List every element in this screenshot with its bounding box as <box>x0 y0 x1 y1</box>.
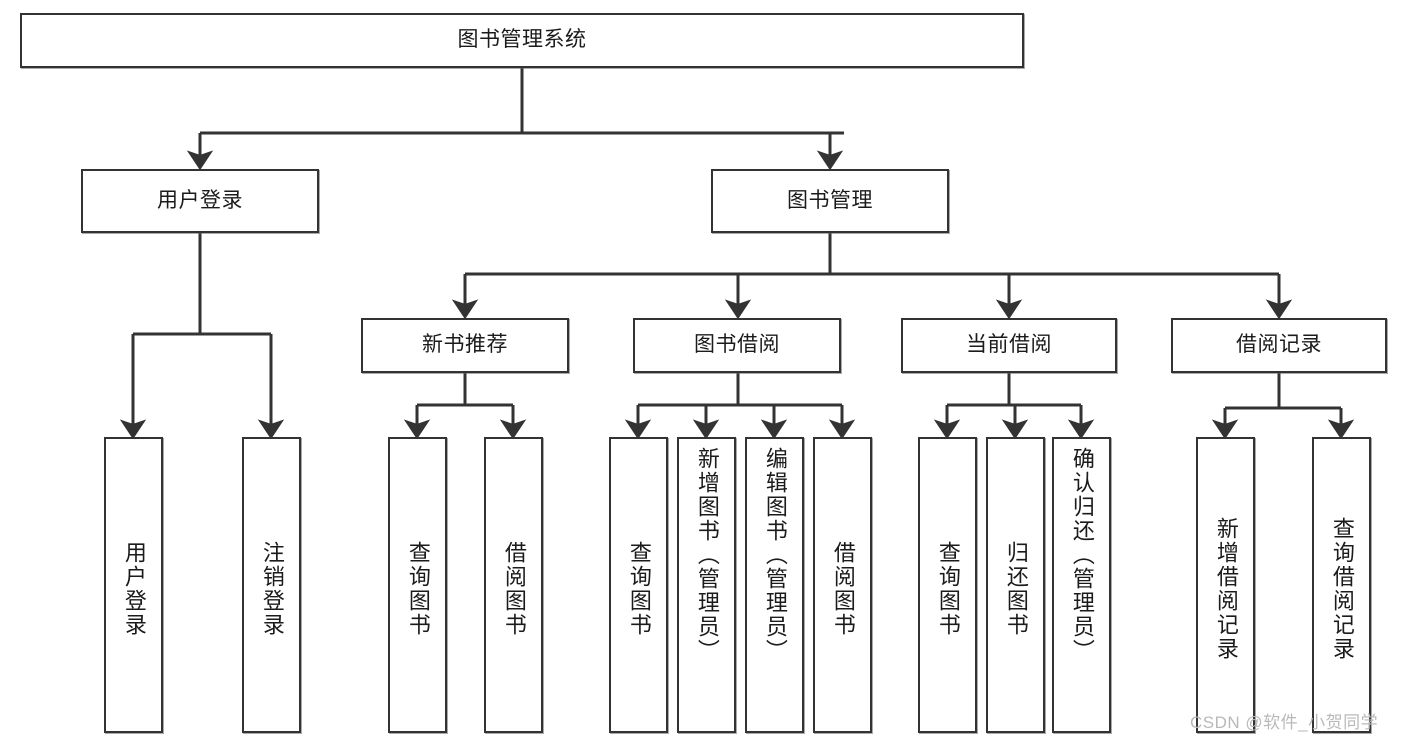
node-root-label: 图书管理系统 <box>457 28 587 52</box>
node-current-borrow[interactable]: 当前借阅 <box>901 318 1117 373</box>
node-leaf-confirm-return[interactable]: 确认归还（管理员） <box>1052 437 1111 733</box>
edges-booking-to-level3 <box>451 233 1293 320</box>
node-leaf-add-record-label: 新增借阅记录 <box>1213 517 1239 661</box>
node-leaf-query-record-label: 查询借阅记录 <box>1329 517 1355 661</box>
node-leaf-edit-book[interactable]: 编辑图书（管理员） <box>745 437 804 733</box>
node-new-book-rec[interactable]: 新书推荐 <box>361 318 569 373</box>
node-book-borrow-label: 图书借阅 <box>694 333 780 357</box>
node-leaf-query-book-borrow[interactable]: 查询图书 <box>609 437 668 733</box>
edges-bookborrow-to-leaves <box>624 373 856 440</box>
node-leaf-add-book[interactable]: 新增图书（管理员） <box>677 437 736 733</box>
csdn-watermark: CSDN @软件_小贺同学 <box>1190 713 1379 732</box>
node-leaf-borrow-book-label: 借阅图书 <box>830 541 856 637</box>
node-book-borrow[interactable]: 图书借阅 <box>633 318 841 373</box>
node-new-book-rec-label: 新书推荐 <box>422 333 508 357</box>
node-book-manage-label: 图书管理 <box>787 188 873 212</box>
node-leaf-add-book-label: 新增图书（管理员） <box>694 447 720 663</box>
edges-userlogin-to-leaves <box>119 233 285 440</box>
node-root[interactable]: 图书管理系统 <box>20 13 1024 68</box>
node-leaf-user-login-label: 用户登录 <box>121 541 147 637</box>
node-leaf-query-book-borrow-label: 查询图书 <box>626 541 652 637</box>
node-borrow-record[interactable]: 借阅记录 <box>1171 318 1387 373</box>
node-leaf-user-login[interactable]: 用户登录 <box>104 437 163 733</box>
node-borrow-record-label: 借阅记录 <box>1236 333 1322 357</box>
node-leaf-add-record[interactable]: 新增借阅记录 <box>1196 437 1255 733</box>
node-leaf-edit-book-label: 编辑图书（管理员） <box>762 447 788 663</box>
node-user-login-label: 用户登录 <box>157 188 243 212</box>
node-current-borrow-label: 当前借阅 <box>966 333 1052 357</box>
node-leaf-query-book-current[interactable]: 查询图书 <box>918 437 977 733</box>
node-leaf-query-book-current-label: 查询图书 <box>935 541 961 637</box>
node-leaf-return-book-label: 归还图书 <box>1003 541 1029 637</box>
node-leaf-query-book-rec-label: 查询图书 <box>405 541 431 637</box>
node-user-login[interactable]: 用户登录 <box>81 169 319 233</box>
node-leaf-query-record[interactable]: 查询借阅记录 <box>1312 437 1371 733</box>
edges-borrowrecord-to-leaves <box>1211 373 1355 440</box>
node-book-manage[interactable]: 图书管理 <box>711 169 949 233</box>
edges-root-to-level2 <box>186 68 844 171</box>
node-leaf-user-logout-label: 注销登录 <box>259 541 285 637</box>
node-leaf-confirm-return-label: 确认归还（管理员） <box>1069 447 1095 663</box>
edges-currentborrow-to-leaves <box>933 373 1095 440</box>
node-leaf-borrow-book-rec-label: 借阅图书 <box>501 541 527 637</box>
node-leaf-query-book-rec[interactable]: 查询图书 <box>388 437 447 733</box>
node-leaf-user-logout[interactable]: 注销登录 <box>242 437 301 733</box>
node-leaf-borrow-book[interactable]: 借阅图书 <box>813 437 872 733</box>
node-leaf-return-book[interactable]: 归还图书 <box>986 437 1045 733</box>
node-leaf-borrow-book-rec[interactable]: 借阅图书 <box>484 437 543 733</box>
edges-newbookrec-to-leaves <box>403 373 527 440</box>
